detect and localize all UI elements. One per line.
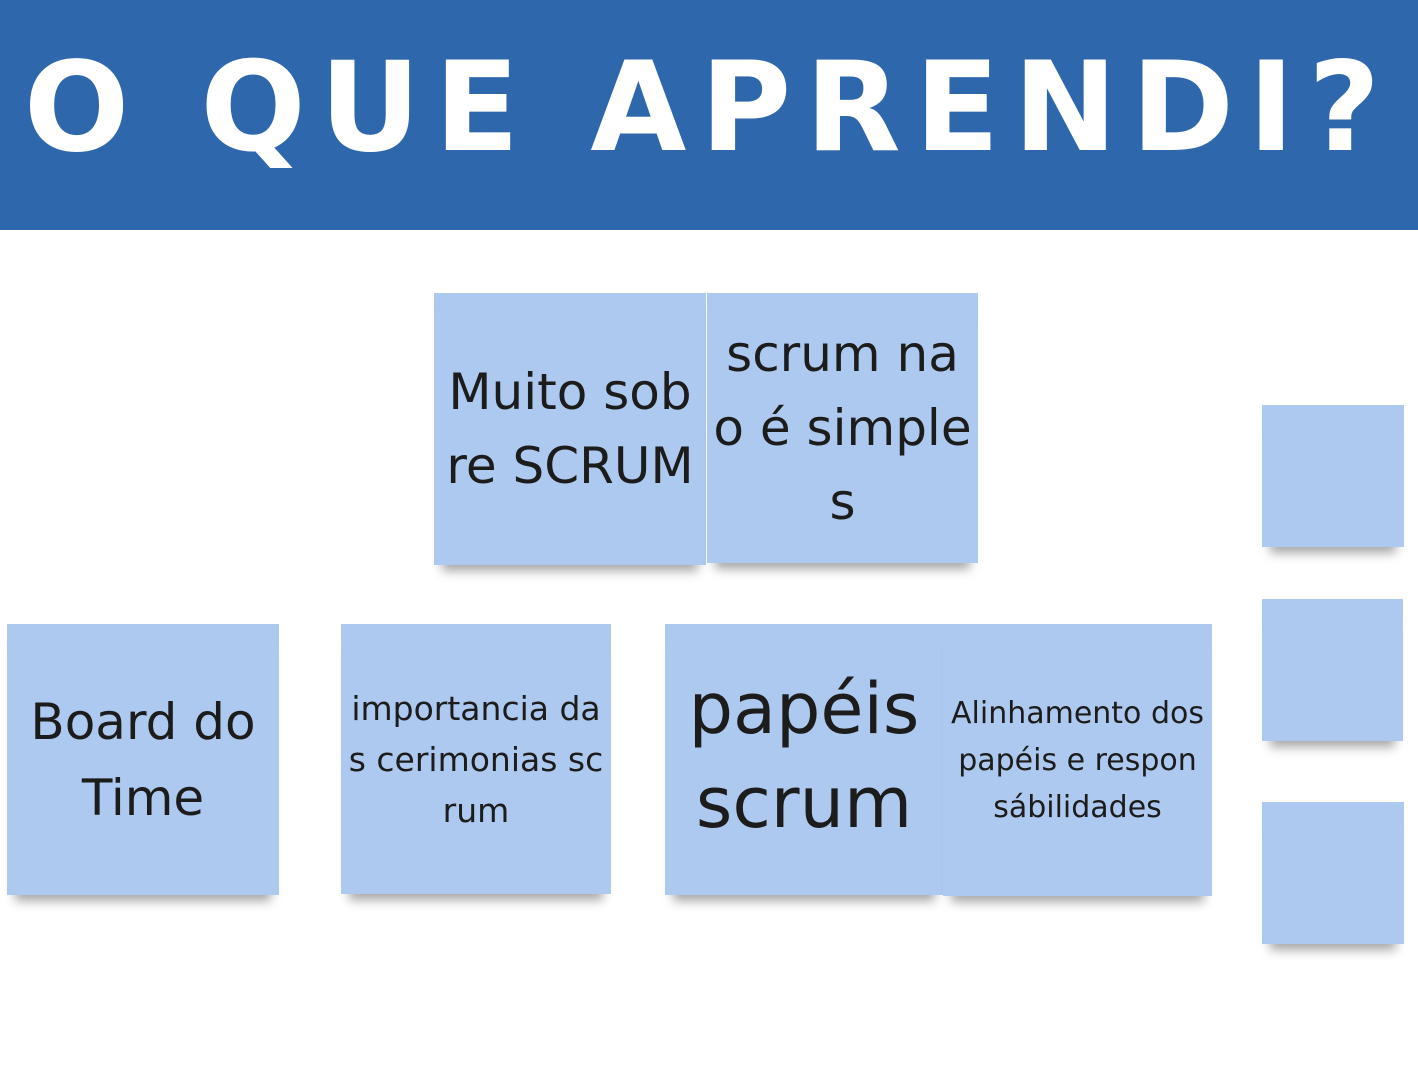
title-banner: O QUE APRENDI? — [0, 0, 1418, 230]
sticky-note-text: Alinhamento dos papéis e responsábilidad… — [951, 695, 1204, 825]
sticky-note-text: scrum nao é simples — [713, 325, 972, 531]
blank-sticky-note[interactable] — [1262, 802, 1404, 944]
sticky-note-text: importancia das cerimonias scrum — [348, 688, 604, 830]
sticky-note[interactable]: Muito sobre SCRUM — [434, 293, 706, 565]
sticky-note[interactable]: importancia das cerimonias scrum — [341, 624, 611, 894]
page-title: O QUE APRENDI? — [23, 36, 1395, 180]
sticky-note[interactable]: papéis scrum — [665, 624, 943, 895]
sticky-note[interactable]: Alinhamento dos papéis e responsábilidad… — [943, 624, 1212, 896]
blank-sticky-note[interactable] — [1262, 405, 1404, 547]
blank-sticky-note[interactable] — [1262, 599, 1403, 741]
sticky-note-text: papéis scrum — [688, 667, 920, 844]
sticky-note[interactable]: scrum nao é simples — [707, 293, 978, 563]
sticky-note-text: Board do Time — [30, 692, 256, 827]
sticky-note-text: Muito sobre SCRUM — [446, 363, 694, 495]
sticky-note[interactable]: Board do Time — [7, 624, 279, 895]
